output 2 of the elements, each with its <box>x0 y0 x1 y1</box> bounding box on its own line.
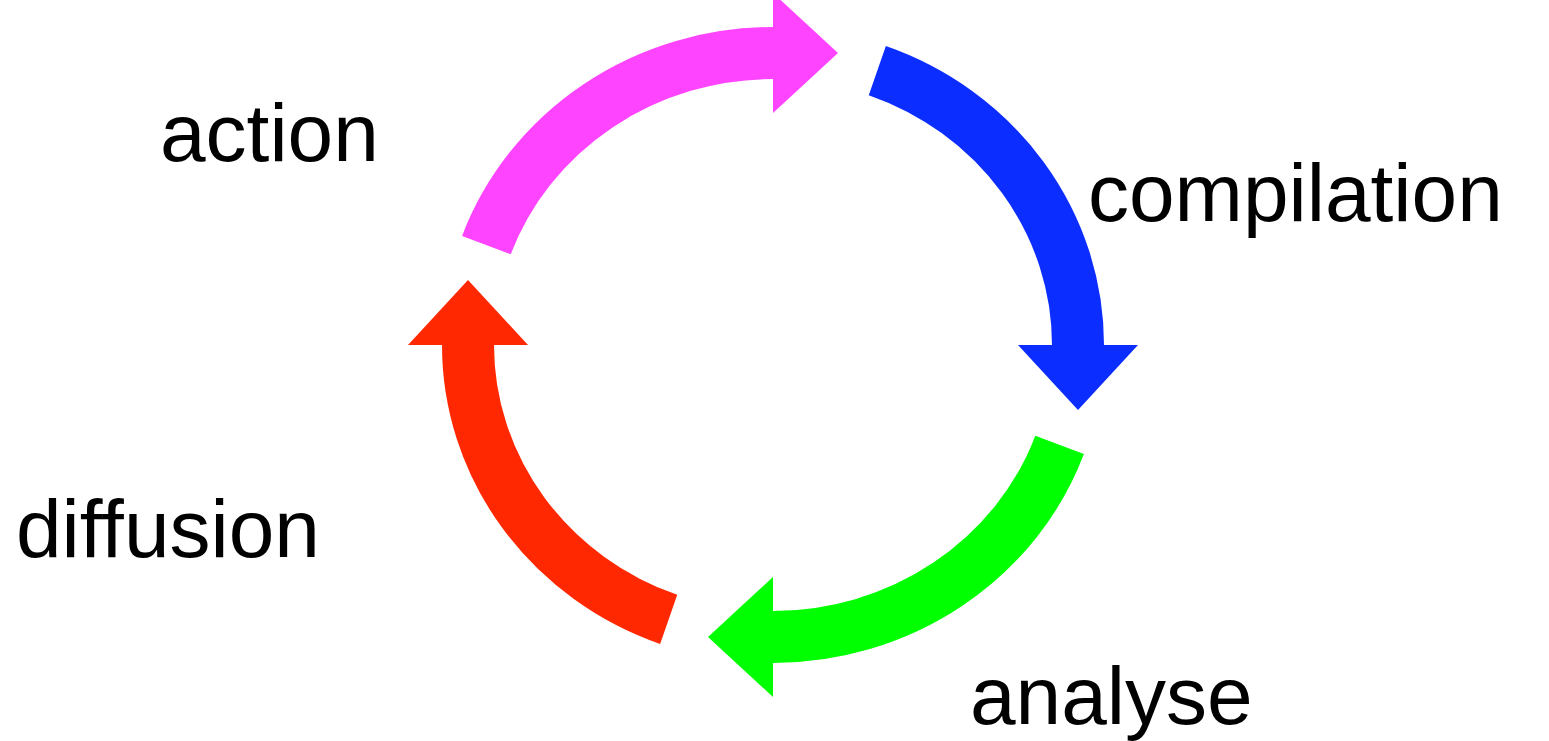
step-label: diffusion <box>16 488 320 570</box>
step-label: action <box>160 92 379 174</box>
